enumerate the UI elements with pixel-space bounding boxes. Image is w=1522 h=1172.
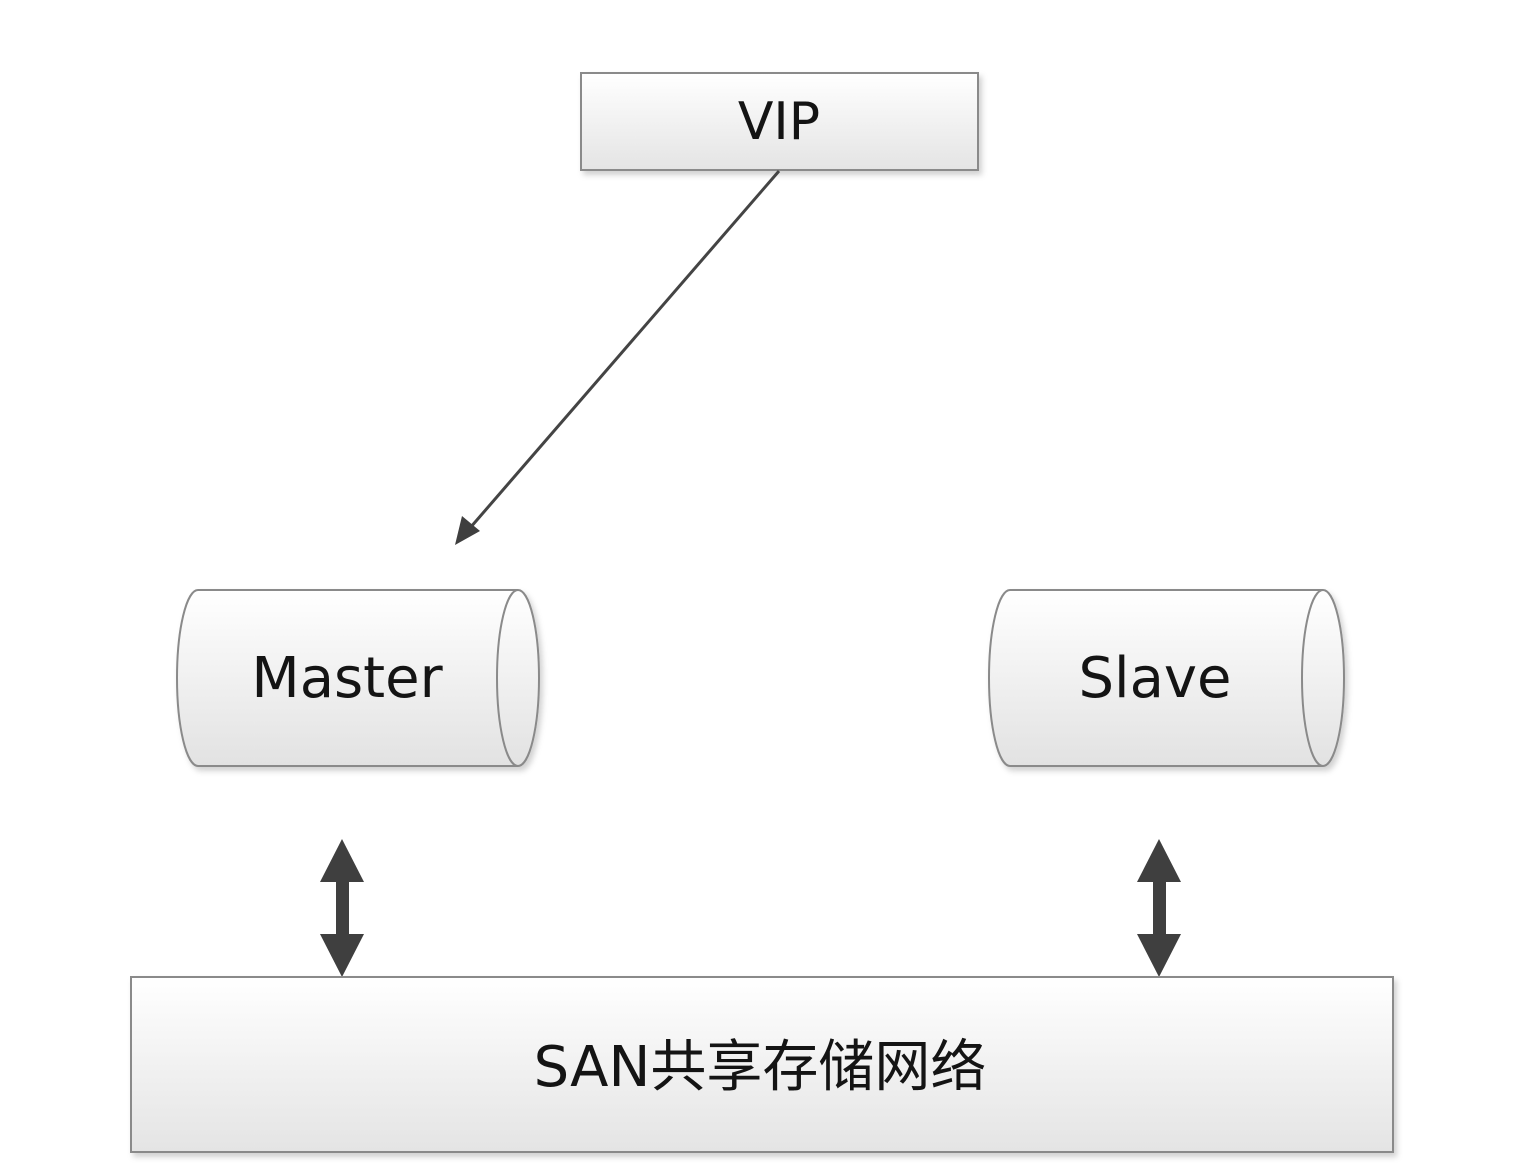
master-san-double-arrow xyxy=(320,839,364,977)
san-box xyxy=(130,976,1394,1153)
master-label: Master xyxy=(251,646,443,711)
arrow-head xyxy=(455,516,480,545)
slave-node[interactable] xyxy=(988,589,1345,767)
slave-cylinder-end xyxy=(1301,589,1324,767)
master-cylinder-end xyxy=(496,589,519,767)
vip-to-master-arrow xyxy=(455,170,781,545)
vip-label: VIP xyxy=(738,92,820,152)
master-node[interactable] xyxy=(176,589,540,767)
slave-san-double-arrow xyxy=(1137,839,1181,977)
san-label: SAN共享存储网络 xyxy=(534,1035,987,1100)
slave-label: Slave xyxy=(1078,646,1231,711)
vip-box xyxy=(580,72,979,171)
san-node[interactable]: SAN共享存储网络 xyxy=(130,976,1394,1153)
vip-node[interactable]: VIP xyxy=(580,72,979,171)
